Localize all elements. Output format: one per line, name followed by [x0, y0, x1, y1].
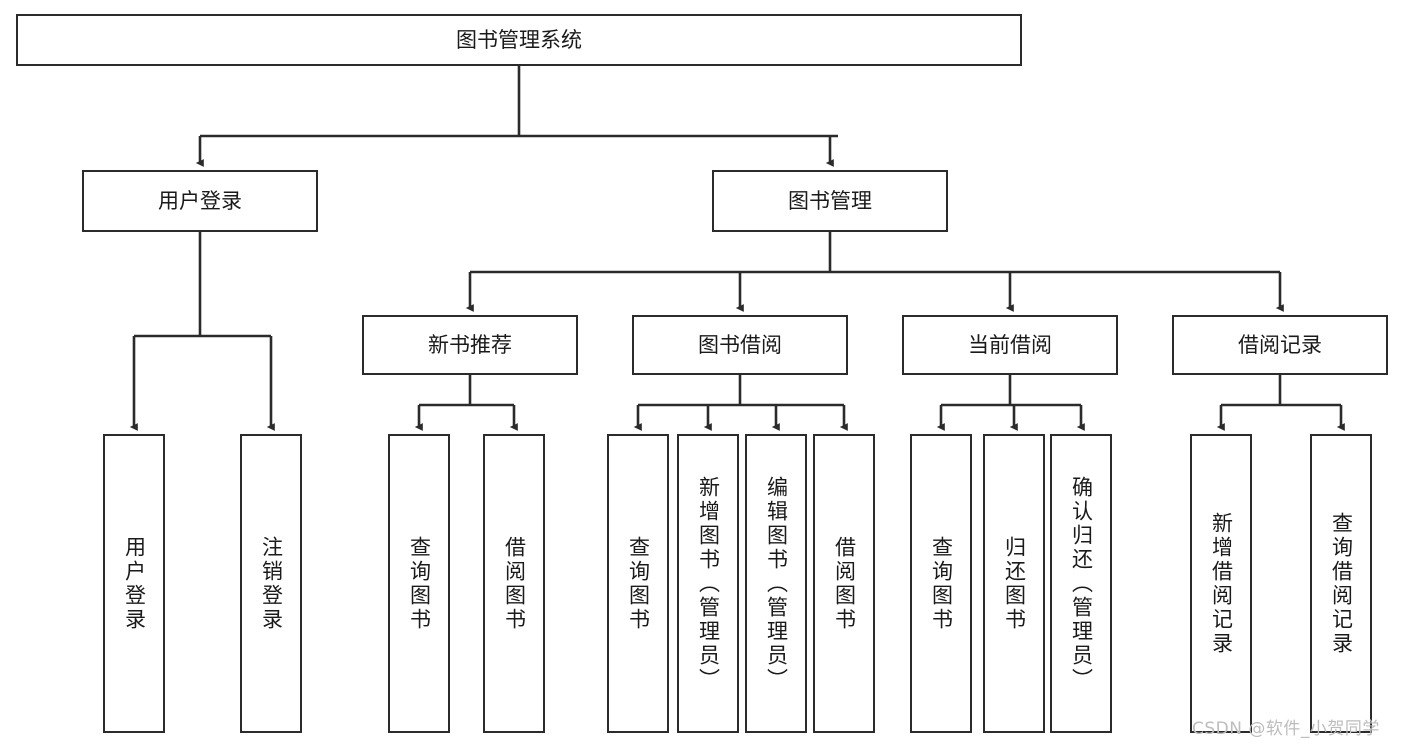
leaf-add-book-admin-label: 新增图书（管理员） — [696, 475, 721, 692]
leaf-borrow-book[interactable]: 借阅图书 — [813, 434, 875, 733]
node-new-book-recommend-label: 新书推荐 — [428, 332, 512, 357]
node-book-management-label: 图书管理 — [788, 188, 872, 213]
node-new-book-recommend[interactable]: 新书推荐 — [362, 315, 578, 375]
leaf-add-borrow-record[interactable]: 新增借阅记录 — [1190, 434, 1252, 733]
leaf-add-book-admin[interactable]: 新增图书（管理员） — [677, 434, 739, 733]
leaf-query-book-newbook-label: 查询图书 — [407, 535, 432, 632]
node-book-borrow-label: 图书借阅 — [698, 332, 782, 357]
leaf-confirm-return-admin-label: 确认归还（管理员） — [1069, 475, 1094, 692]
leaf-logout[interactable]: 注销登录 — [240, 434, 302, 733]
node-user-login-label: 用户登录 — [158, 188, 242, 213]
leaf-query-book-current[interactable]: 查询图书 — [910, 434, 972, 733]
node-book-borrow[interactable]: 图书借阅 — [632, 315, 848, 375]
leaf-return-book-label: 归还图书 — [1002, 535, 1027, 632]
node-current-borrow[interactable]: 当前借阅 — [902, 315, 1118, 375]
node-root[interactable]: 图书管理系统 — [16, 14, 1022, 66]
leaf-user-login[interactable]: 用户登录 — [103, 434, 165, 733]
leaf-query-book-borrow[interactable]: 查询图书 — [607, 434, 669, 733]
leaf-edit-book-admin[interactable]: 编辑图书（管理员） — [745, 434, 807, 733]
leaf-user-login-label: 用户登录 — [122, 535, 147, 632]
leaf-query-book-newbook[interactable]: 查询图书 — [388, 434, 450, 733]
leaf-confirm-return-admin[interactable]: 确认归还（管理员） — [1050, 434, 1112, 733]
leaf-borrow-book-label: 借阅图书 — [832, 535, 857, 632]
leaf-borrow-book-newbook[interactable]: 借阅图书 — [483, 434, 545, 733]
leaf-borrow-book-newbook-label: 借阅图书 — [502, 535, 527, 632]
leaf-query-book-current-label: 查询图书 — [929, 535, 954, 632]
leaf-query-borrow-record-label: 查询借阅记录 — [1329, 511, 1354, 656]
node-user-login[interactable]: 用户登录 — [82, 170, 318, 232]
leaf-query-book-borrow-label: 查询图书 — [626, 535, 651, 632]
leaf-edit-book-admin-label: 编辑图书（管理员） — [764, 475, 789, 692]
node-current-borrow-label: 当前借阅 — [968, 332, 1052, 357]
node-book-management[interactable]: 图书管理 — [712, 170, 948, 232]
node-borrow-record-label: 借阅记录 — [1238, 332, 1322, 357]
node-root-label: 图书管理系统 — [456, 27, 582, 52]
leaf-add-borrow-record-label: 新增借阅记录 — [1209, 511, 1234, 656]
leaf-logout-label: 注销登录 — [259, 535, 284, 632]
leaf-query-borrow-record[interactable]: 查询借阅记录 — [1310, 434, 1372, 733]
leaf-return-book[interactable]: 归还图书 — [983, 434, 1045, 733]
node-borrow-record[interactable]: 借阅记录 — [1172, 315, 1388, 375]
